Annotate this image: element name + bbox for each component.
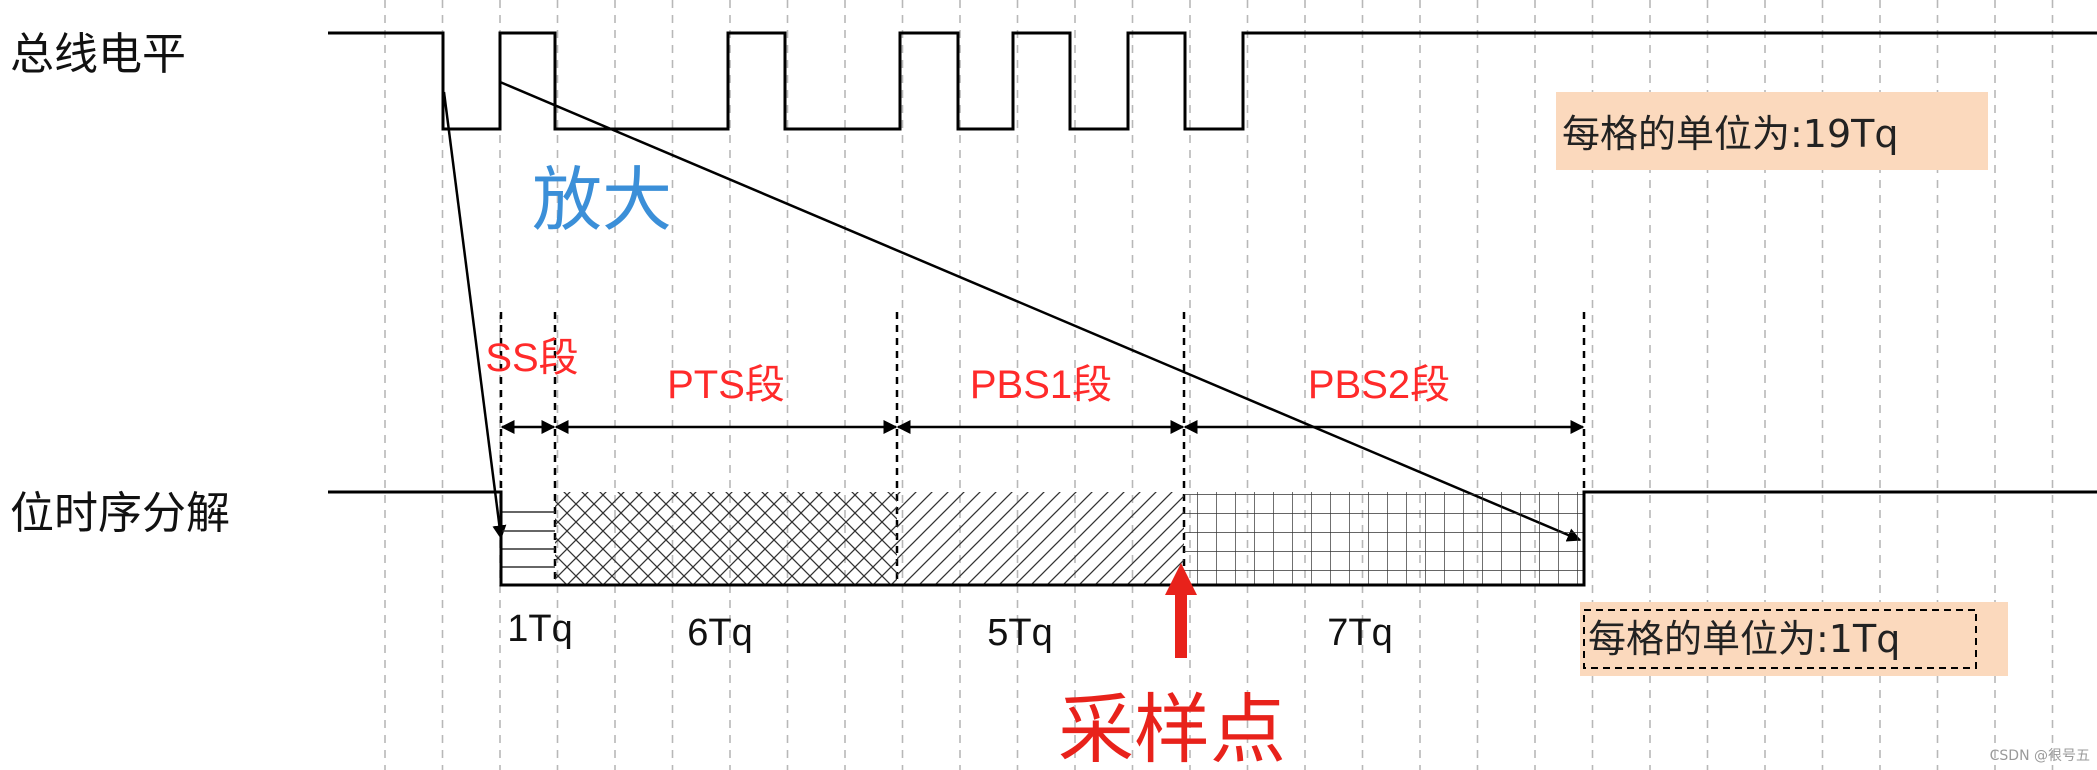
segment-label-pbs1: PBS1段 (970, 363, 1112, 407)
unit-box-bottom-bg (1580, 602, 2008, 676)
bit-timing-outline (328, 490, 2097, 587)
bit-timing-waveform (328, 490, 2097, 587)
pts-segment-fill (555, 492, 897, 585)
ss-segment-hatch (501, 511, 555, 568)
unit-label-bottom: 每格的单位为:1Tq (1588, 617, 1900, 661)
zoom-label: 放大 (532, 159, 672, 241)
sample-point-label: 采样点 (1058, 685, 1286, 770)
tq-label-pbs2: 7Tq (1327, 612, 1392, 654)
unit-box-bottom-border (1583, 609, 1977, 669)
unit-box-top-bg (1556, 92, 1988, 170)
segment-label-pts: PTS段 (667, 363, 785, 407)
unit-label-top: 每格的单位为:19Tq (1562, 112, 1899, 156)
pbs2-segment-fill (1184, 492, 1584, 585)
watermark: CSDN @很号五 (1990, 748, 2090, 764)
sample-point-arrow (1165, 563, 1197, 658)
tq-label-pbs1: 5Tq (987, 612, 1052, 654)
tq-label-pts: 6Tq (687, 612, 752, 654)
ss-segment-fill (501, 492, 555, 585)
zoom-line-left (442, 91, 507, 540)
pbs1-segment-fill (897, 492, 1184, 585)
segment-label-ss: SS段 (485, 336, 578, 380)
bit-timing-label: 位时序分解 (10, 488, 230, 539)
bus-level-waveform (328, 31, 2097, 131)
segment-label-pbs2: PBS2段 (1308, 363, 1450, 407)
tq-label-ss: 1Tq (507, 608, 572, 650)
zoom-line-right (499, 80, 1582, 542)
bus-level-label: 总线电平 (10, 29, 186, 80)
